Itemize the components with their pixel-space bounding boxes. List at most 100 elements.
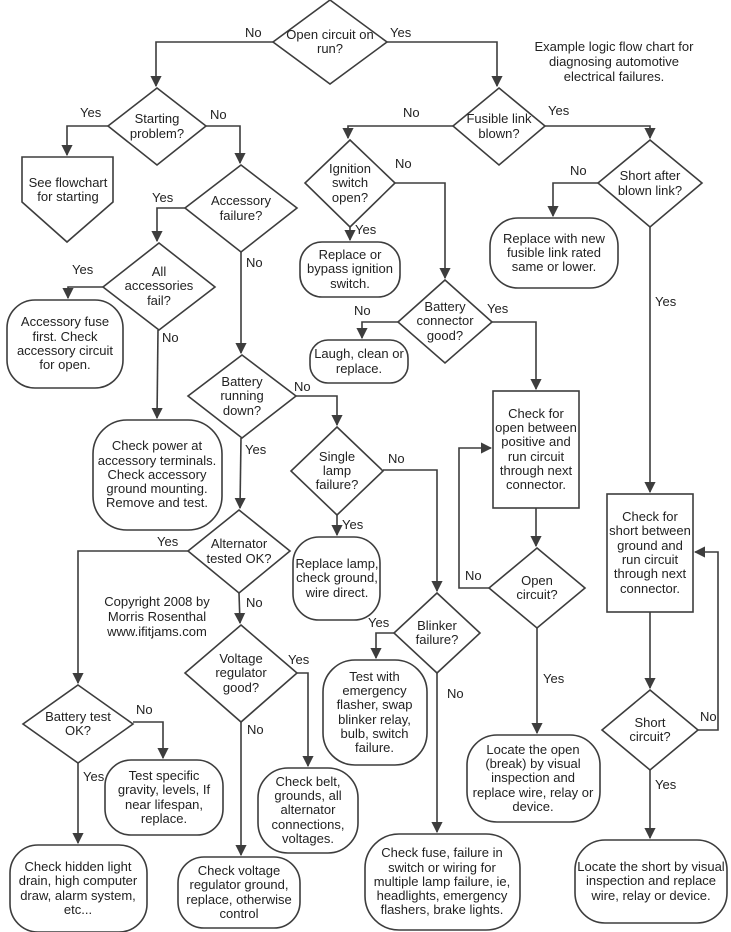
node-locate-open-label: Locate the open (break) by visual inspec… [472, 741, 594, 814]
node-blinker-failure: Blinker failure? [408, 593, 466, 673]
node-battery-connector-label: Battery connector good? [416, 299, 474, 343]
node-short-after: Short after blown link? [609, 140, 691, 227]
label-accessory-no: No [246, 255, 263, 270]
node-all-accessories-fail-label: All accessories fail? [124, 264, 194, 308]
label-open-run-yes: Yes [390, 25, 412, 40]
edge-open-run-no [150, 41, 273, 88]
node-check-power-label: Check power at accessory terminals. Chec… [97, 438, 217, 511]
diamond-starting-problem [106, 86, 208, 167]
diamond-voltage-regulator [183, 623, 299, 724]
node-accessory-fuse: Accessory fuse first. Check accessory ci… [9, 300, 121, 388]
node-voltage-regulator: Voltage regulator good? [205, 625, 277, 722]
label-starting-no: No [210, 107, 227, 122]
node-test-with-flasher-label: Test with emergency flasher, swap blinke… [336, 668, 413, 756]
diamond-alternator-tested [186, 508, 292, 595]
edge-shortafter-no [547, 182, 598, 218]
node-battery-test-label: Battery test OK? [45, 708, 111, 738]
node-check-belt: Check belt, grounds, all alternator conn… [262, 768, 354, 853]
edge-starting-yes [61, 125, 108, 157]
edge-open-run-yes [387, 41, 503, 88]
node-replace-lamp-label: Replace lamp, check ground, wire direct. [295, 556, 379, 600]
node-short-circuit-label: Short circuit? [629, 714, 671, 744]
node-laugh-clean-label: Laugh, clean or replace. [314, 346, 404, 376]
label-batttest-no: No [136, 702, 153, 717]
terminator-replace-lamp [292, 536, 381, 621]
edge-ignition-no [395, 182, 451, 280]
terminator-locate-short [574, 839, 728, 924]
diamond-ignition-switch [303, 138, 397, 229]
edge-fusible-yes [545, 125, 656, 140]
terminator-test-specific [104, 759, 224, 836]
node-replace-fusible-label: Replace with new fusible link rated same… [503, 230, 605, 275]
node-starting-problem-label: Starting problem? [129, 111, 185, 141]
node-test-with-flasher: Test with emergency flasher, swap blinke… [326, 660, 423, 765]
terminator-check-fuse [364, 833, 521, 931]
edge-starting-no [206, 125, 246, 165]
diamond-short-circuit [600, 688, 700, 772]
edge-vreg-yes [297, 672, 314, 768]
node-accessory-failure-label: Accessory failure? [211, 193, 271, 223]
label-shortafter-no: No [570, 163, 587, 178]
diamond-accessory-failure [183, 163, 299, 254]
label-accessory-yes: Yes [152, 190, 174, 205]
node-short-circuit: Short circuit? [621, 690, 679, 770]
label-alternator-no: No [246, 595, 263, 610]
terminator-accessory-fuse [6, 299, 124, 389]
edge-allacc-no [151, 329, 163, 420]
diamond-open-circuit-on-run [271, 0, 389, 85]
diamond-short-after [596, 138, 704, 229]
node-voltage-regulator-label: Voltage regulator good? [215, 651, 267, 695]
terminator-replace-bypass [299, 241, 401, 298]
edge-accessory-yes [151, 207, 185, 243]
terminator-test-with-flasher [322, 659, 428, 766]
label-fusible-yes: Yes [548, 103, 570, 118]
node-open-circuit-on-run-label: Open circuit on run? [286, 26, 374, 56]
edge-battrun-yes [234, 437, 246, 510]
diamond-battery-connector [396, 278, 494, 365]
diamond-battery-test [21, 684, 135, 764]
node-replace-fusible: Replace with new fusible link rated same… [492, 218, 616, 288]
node-open-circuit-on-run: Open circuit on run? [284, 0, 376, 84]
node-locate-short: Locate the short by visual inspection an… [577, 840, 725, 923]
node-starting-problem: Starting problem? [121, 88, 193, 165]
terminator-replace-fusible [489, 217, 619, 289]
label-battconn-no: No [354, 303, 371, 318]
node-all-accessories-fail: All accessories fail? [119, 243, 199, 330]
label-ignition-yes: Yes [355, 222, 377, 237]
terminator-laugh-clean [309, 339, 409, 384]
diamond-single-lamp [289, 425, 385, 517]
edge-shortcirc-no-loop [693, 546, 719, 731]
node-check-vr-ground-label: Check voltage regulator ground, replace,… [186, 862, 292, 921]
label-allacc-yes: Yes [72, 262, 94, 277]
label-battconn-yes: Yes [487, 301, 509, 316]
terminator-locate-open [466, 734, 601, 823]
label-open-run-no: No [245, 25, 262, 40]
chart-title: Example logic flow chart for diagnosing … [534, 39, 694, 84]
edge-singlelamp-no [383, 469, 443, 593]
node-short-after-label: Short after blown link? [617, 168, 683, 198]
terminator-check-power [92, 419, 223, 531]
node-check-vr-ground: Check voltage regulator ground, replace,… [179, 857, 299, 928]
edge-alternator-no [234, 592, 246, 625]
diamond-all-accessories-fail [101, 241, 217, 332]
edge-blinker-yes [370, 632, 394, 660]
label-ignition-no: No [395, 156, 412, 171]
node-see-flowchart-label: See flowchart for starting [28, 174, 108, 204]
label-singlelamp-yes: Yes [342, 517, 364, 532]
edge-batttest-no [133, 721, 169, 760]
edge-opencirc-no-loop [458, 442, 493, 589]
node-check-short-label: Check for short between ground and run c… [609, 509, 691, 596]
node-accessory-failure: Accessory failure? [201, 165, 281, 252]
node-open-circuit-label: Open circuit? [516, 572, 558, 602]
node-laugh-clean: Laugh, clean or replace. [312, 340, 406, 383]
node-check-open-label: Check for open between positive and run … [495, 405, 577, 493]
node-battery-running-down: Battery running down? [210, 355, 274, 438]
edge-battrun-no [296, 395, 343, 427]
node-alternator-tested: Alternator tested OK? [197, 510, 281, 593]
node-ignition-switch: Ignition switch open? [321, 140, 379, 227]
node-ignition-switch-label: Ignition switch open? [329, 161, 371, 205]
node-fusible-link: Fusible link blown? [459, 88, 539, 165]
diamond-blinker-failure [392, 591, 482, 675]
node-alternator-tested-label: Alternator tested OK? [206, 536, 272, 566]
